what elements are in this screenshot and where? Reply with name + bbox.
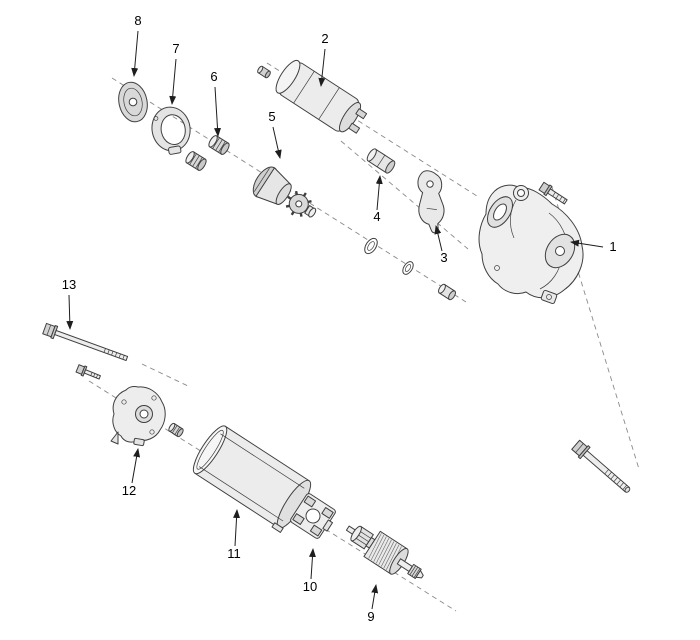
assembly-axis-line <box>266 62 478 197</box>
callout-label-6: 6 <box>210 69 217 84</box>
part-6-nut-a <box>185 151 207 171</box>
long-bolt <box>571 439 631 493</box>
part-13-through-bolt <box>42 322 129 362</box>
part-2-solenoid <box>257 59 368 134</box>
callout-label-13: 13 <box>62 277 76 292</box>
callout-label-5: 5 <box>268 109 275 124</box>
callout-4: 4 <box>373 175 383 224</box>
part-11-yoke <box>192 425 312 533</box>
assembly-axis-line <box>141 363 189 387</box>
callout-label-4: 4 <box>373 209 380 224</box>
part-9-armature <box>345 525 424 579</box>
callout-label-8: 8 <box>134 13 141 28</box>
part-4-plunger <box>366 148 396 174</box>
pinion-gear <box>285 190 312 217</box>
part-7-bracket-plate <box>151 106 191 155</box>
part-12-rear-bracket <box>110 385 184 447</box>
part-6-nut-b <box>208 135 230 155</box>
callout-2: 2 <box>318 31 329 87</box>
callout-label-9: 9 <box>367 609 374 624</box>
callout-label-7: 7 <box>172 41 179 56</box>
washer <box>402 261 414 275</box>
callout-label-11: 11 <box>227 546 241 561</box>
part-10-brush-holder <box>290 493 336 539</box>
small-bolt <box>75 364 101 380</box>
callout-3: 3 <box>434 225 448 265</box>
callout-8: 8 <box>131 13 142 77</box>
part-5-clutch-pinion <box>252 166 317 218</box>
callout-label-10: 10 <box>303 579 317 594</box>
callout-10: 10 <box>303 548 317 594</box>
callout-7: 7 <box>169 41 180 105</box>
spacer-sleeve <box>438 283 456 301</box>
bracket-nut <box>168 422 184 438</box>
callout-13: 13 <box>62 277 76 330</box>
washer <box>364 237 378 255</box>
part-3-shift-lever <box>417 170 445 234</box>
callout-1: 1 <box>570 239 617 254</box>
callout-11: 11 <box>227 509 241 561</box>
callout-5: 5 <box>268 109 282 159</box>
callout-label-1: 1 <box>609 239 616 254</box>
part-8-cover-disc <box>118 81 148 123</box>
callout-9: 9 <box>367 584 379 624</box>
screw <box>538 181 568 205</box>
callout-label-12: 12 <box>122 483 136 498</box>
callout-label-2: 2 <box>321 31 328 46</box>
terminal-nut <box>257 65 271 79</box>
callout-12: 12 <box>122 448 141 498</box>
callout-6: 6 <box>210 69 222 137</box>
callout-label-3: 3 <box>440 250 447 265</box>
assembly-axis-line <box>340 140 469 250</box>
part-1-front-housing <box>478 184 584 305</box>
